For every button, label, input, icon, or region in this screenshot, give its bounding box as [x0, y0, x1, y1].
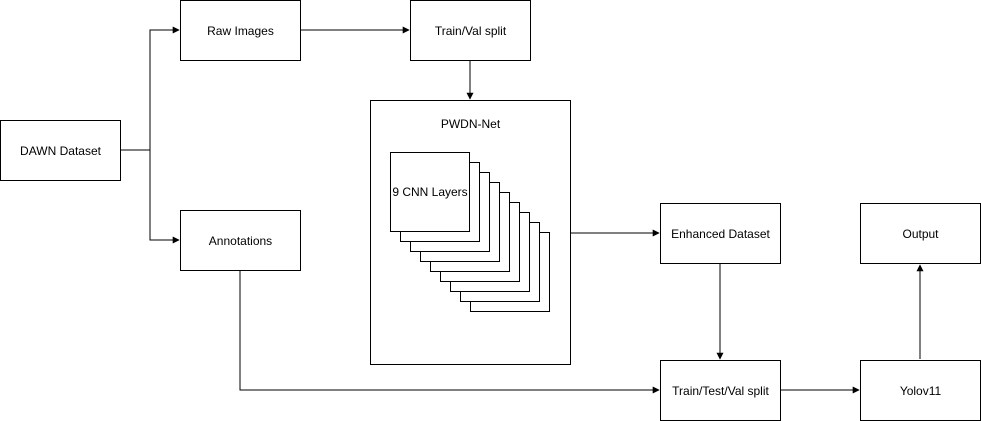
yolov11-node: Yolov11 — [860, 360, 981, 421]
dawn-dataset-label: DAWN Dataset — [20, 143, 101, 158]
enhanced-dataset-label: Enhanced Dataset — [671, 226, 770, 241]
cnn-layer-front: 9 CNN Layers — [390, 152, 470, 232]
output-label: Output — [902, 226, 939, 241]
edge-annotations-to-train-test-val-split — [239, 271, 660, 394]
train-test-val-split-label: Train/Test/Val split — [672, 383, 769, 398]
enhanced-dataset-node: Enhanced Dataset — [660, 203, 781, 264]
edge-dawn-to-annotations — [149, 150, 180, 244]
cnn-layers-label: 9 CNN Layers — [392, 185, 468, 199]
raw-images-node: Raw Images — [180, 0, 301, 61]
edge-dawn-to-raw-images — [121, 26, 180, 151]
output-node: Output — [860, 203, 981, 264]
annotations-node: Annotations — [180, 210, 301, 271]
annotations-label: Annotations — [208, 233, 273, 248]
pwdn-net-title: PWDN-Net — [440, 117, 501, 131]
raw-images-label: Raw Images — [207, 23, 274, 38]
train-test-val-split-node: Train/Test/Val split — [660, 360, 781, 421]
yolov11-label: Yolov11 — [899, 383, 942, 398]
train-val-split-node: Train/Val split — [410, 0, 531, 61]
dawn-dataset-node: DAWN Dataset — [0, 120, 121, 181]
train-val-split-label: Train/Val split — [434, 23, 507, 38]
